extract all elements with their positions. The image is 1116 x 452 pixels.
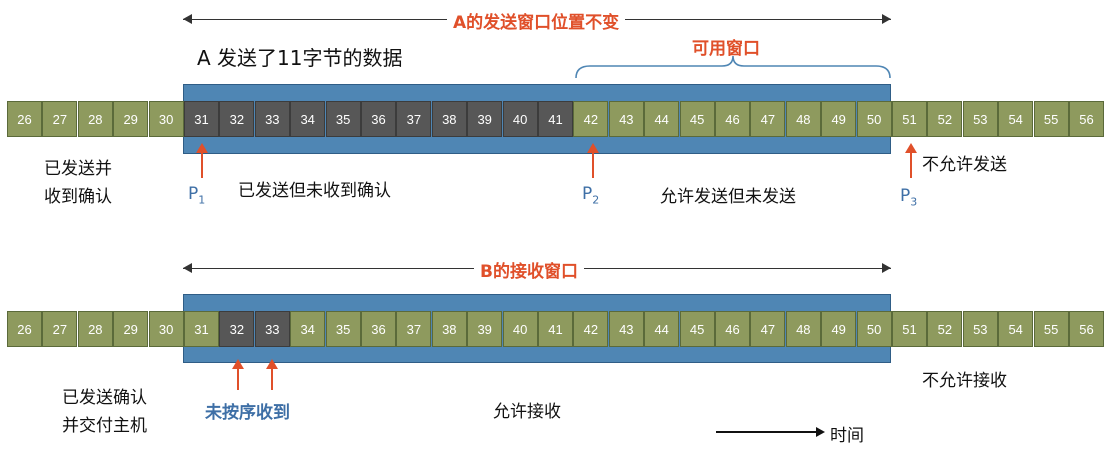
sender-byte-42: 42 [573,101,609,137]
time-label: 时间 [830,426,864,446]
receiver-byte-30: 30 [148,311,184,347]
receiver-byte-46: 46 [715,311,750,347]
receiver-byte-29: 29 [113,311,149,347]
sender-byte-39: 39 [467,101,503,137]
receiver-byte-49: 49 [821,311,857,347]
usable-window-brace [575,55,891,79]
p1-label: P1 [188,184,206,207]
receiver-window-span-right-arrow [882,263,891,273]
sender-window-span-right-arrow [882,14,891,24]
sender-not-allowed-label: 不允许发送 [922,155,1007,175]
sender-byte-41: 41 [538,101,573,137]
sender-byte-31: 31 [184,101,219,137]
sender-byte-46: 46 [715,101,750,137]
p2-arrow-head [587,143,599,153]
sender-acked-label-line2: 收到确认 [44,187,112,207]
receiver-byte-41: 41 [538,311,573,347]
sender-byte-28: 28 [77,101,113,137]
p3-arrow [910,150,912,178]
receiver-byte-50: 50 [856,311,892,347]
receiver-byte-34: 34 [290,311,326,347]
sender-byte-44: 44 [644,101,680,137]
receiver-byte-35: 35 [325,311,361,347]
sender-byte-38: 38 [431,101,467,137]
receiver-not-allowed-label: 不允许接收 [922,371,1007,391]
sender-byte-49: 49 [821,101,857,137]
sender-byte-51: 51 [892,101,927,137]
sender-caption: A 发送了11字节的数据 [197,46,403,70]
receiver-byte-44: 44 [644,311,680,347]
receiver-delivered-label-line2: 并交付主机 [62,416,147,436]
receiver-byte-28: 28 [77,311,113,347]
sender-byte-52: 52 [927,101,963,137]
sender-byte-55: 55 [1033,101,1069,137]
receiver-allowed-label: 允许接收 [493,402,561,422]
receiver-window-title: B的接收窗口 [474,257,584,282]
receiver-byte-47: 47 [750,311,786,347]
byte33-arrow [271,366,273,390]
receiver-byte-36: 36 [361,311,396,347]
p2-arrow [592,150,594,178]
sender-byte-54: 54 [998,101,1034,137]
sender-byte-40: 40 [502,101,538,137]
p3-label: P3 [900,186,918,209]
sender-byte-50: 50 [856,101,892,137]
sender-allowed-unsent-label: 允许发送但未发送 [660,187,796,207]
receiver-byte-54: 54 [998,311,1034,347]
sender-byte-37: 37 [396,101,432,137]
receiver-byte-26: 26 [7,311,42,347]
sender-byte-48: 48 [785,101,821,137]
usable-window-label: 可用窗口 [692,39,760,59]
sender-window-title: A的发送窗口位置不变 [447,8,626,33]
byte32-arrow [237,366,239,390]
sender-byte-35: 35 [325,101,361,137]
receiver-byte-43: 43 [608,311,644,347]
receiver-byte-56: 56 [1069,311,1104,347]
receiver-byte-37: 37 [396,311,432,347]
p1-arrow [201,150,203,178]
sender-byte-32: 32 [219,101,255,137]
receiver-byte-48: 48 [785,311,821,347]
sender-byte-36: 36 [361,101,396,137]
out-of-order-label: 未按序收到 [205,403,290,423]
sender-byte-53: 53 [962,101,998,137]
receiver-byte-32: 32 [219,311,255,347]
sender-byte-43: 43 [608,101,644,137]
receiver-byte-45: 45 [679,311,715,347]
receiver-byte-52: 52 [927,311,963,347]
sender-byte-45: 45 [679,101,715,137]
sender-byte-47: 47 [750,101,786,137]
receiver-byte-40: 40 [502,311,538,347]
p3-arrow-head [905,143,917,153]
byte32-arrow-head [232,359,244,369]
p2-label: P2 [582,184,600,207]
sender-acked-label-line1: 已发送并 [44,159,112,179]
receiver-delivered-label-line1: 已发送确认 [62,388,147,408]
sender-byte-33: 33 [254,101,290,137]
receiver-byte-53: 53 [962,311,998,347]
sender-byte-56: 56 [1069,101,1104,137]
sender-window-span-left-arrow [183,14,192,24]
sender-byte-29: 29 [113,101,149,137]
sender-sent-unacked-label: 已发送但未收到确认 [238,181,391,201]
receiver-byte-55: 55 [1033,311,1069,347]
sender-byte-27: 27 [42,101,78,137]
p1-arrow-head [196,143,208,153]
receiver-window-span-left-arrow [183,263,192,273]
time-arrow-line [716,431,816,433]
receiver-byte-51: 51 [892,311,927,347]
time-arrow-head [816,427,825,437]
receiver-byte-31: 31 [184,311,219,347]
receiver-byte-33: 33 [254,311,290,347]
sender-byte-26: 26 [7,101,42,137]
sender-byte-30: 30 [148,101,184,137]
receiver-byte-42: 42 [573,311,609,347]
receiver-byte-27: 27 [42,311,78,347]
receiver-byte-39: 39 [467,311,503,347]
byte33-arrow-head [266,359,278,369]
sender-byte-34: 34 [290,101,326,137]
receiver-byte-38: 38 [431,311,467,347]
